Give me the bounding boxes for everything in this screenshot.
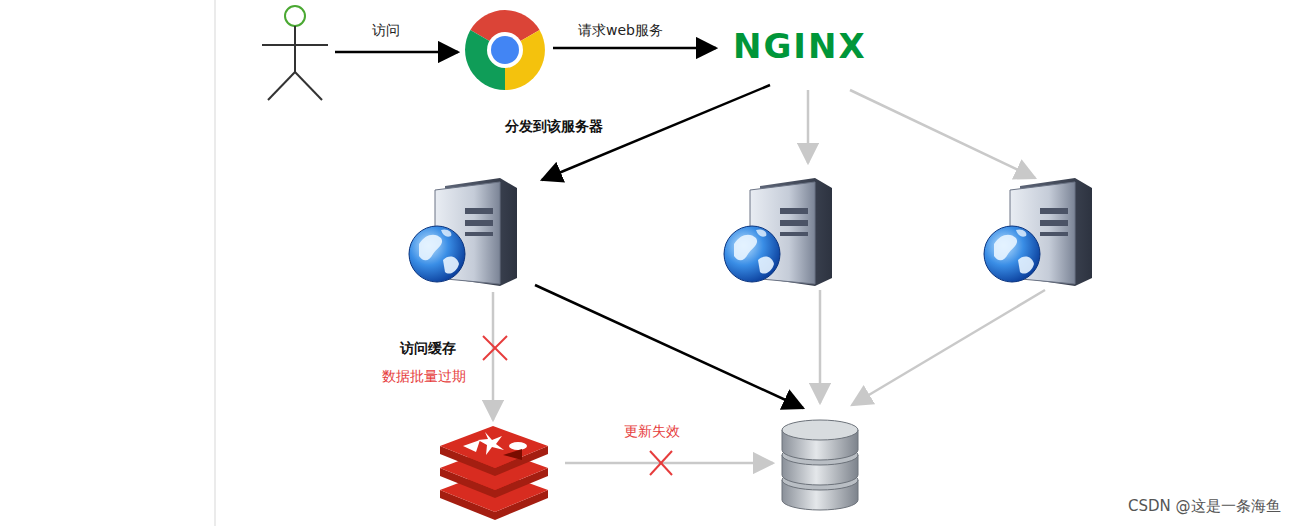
warning-label: 数据批量过期 (382, 368, 466, 385)
warning-label: 更新失效 (624, 423, 680, 440)
edge-label: 分发到该服务器 (505, 118, 603, 135)
edge-label: 访问缓存 (400, 340, 456, 357)
node-text: NGINX (733, 28, 871, 65)
watermark: CSDN @这是一条海鱼 (1128, 497, 1281, 515)
nginx-logo: NGINX (733, 28, 871, 70)
edge-label: 访问 (372, 22, 400, 39)
edge-label: 请求web服务 (578, 22, 663, 39)
